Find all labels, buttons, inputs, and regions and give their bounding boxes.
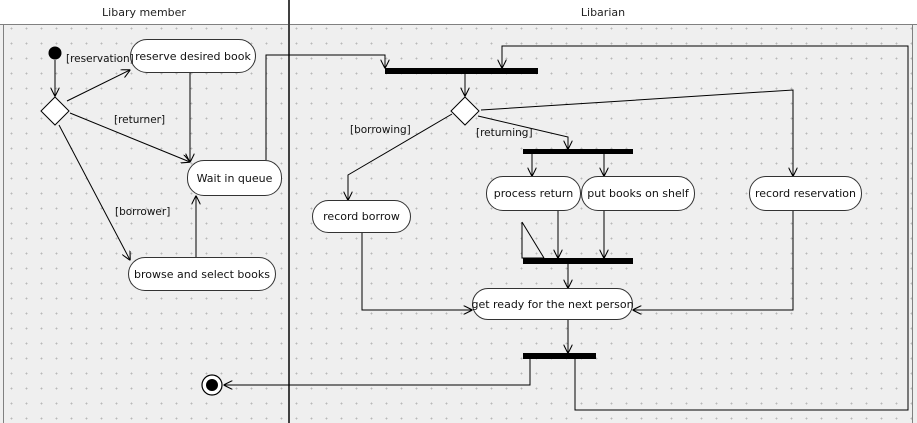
guard-borrower: [borrower] xyxy=(115,206,171,218)
lane-right-border xyxy=(912,24,913,423)
lane-divider xyxy=(288,0,290,423)
edge-stray-diagonal xyxy=(521,221,545,259)
edge-fork-to-final xyxy=(224,359,531,385)
edge-to-browse xyxy=(58,124,130,260)
final-node-core xyxy=(206,379,218,391)
activity-reserve-desired-book[interactable]: reserve desired book xyxy=(130,39,256,73)
edge-record-borrow-to-get-ready xyxy=(361,232,472,310)
lane-header-library-member: Libary member xyxy=(0,0,288,25)
guard-returner: [returner] xyxy=(114,114,166,126)
lane-left-border xyxy=(3,24,4,423)
activity-put-books-on-shelf[interactable]: put books on shelf xyxy=(581,176,695,211)
guard-reservation: [reservation] xyxy=(66,53,134,65)
edge-to-reserve xyxy=(66,70,130,102)
activity-record-borrow[interactable]: record borrow xyxy=(312,200,411,233)
edge-to-return-fork xyxy=(477,115,568,149)
edge-to-record-borrow xyxy=(348,113,453,200)
lane-header-librarian: Libarian xyxy=(289,0,917,25)
activity-process-return[interactable]: process return xyxy=(486,176,581,211)
decision-diamond-librarian xyxy=(450,96,480,126)
guard-returning: [returning] xyxy=(476,127,533,139)
fork-bar-returning xyxy=(523,149,633,154)
edge-record-reservation-to-get-ready xyxy=(633,211,794,310)
decision-diamond-member xyxy=(40,96,70,126)
activity-record-reservation[interactable]: record reservation xyxy=(749,176,862,211)
join-bar-returning xyxy=(523,258,633,264)
fork-bar-top xyxy=(385,68,538,74)
edge-wait-to-fork xyxy=(265,54,385,160)
fork-bar-bottom xyxy=(523,353,596,359)
initial-node xyxy=(48,46,62,60)
edge-to-wait xyxy=(69,112,190,162)
edge-loop-back xyxy=(502,45,909,411)
activity-wait-in-queue[interactable]: Wait in queue xyxy=(187,160,282,196)
activity-get-ready-for-next-person[interactable]: get ready for the next person xyxy=(471,288,634,320)
edge-to-record-reservation xyxy=(480,89,793,176)
guard-borrowing: [borrowing] xyxy=(350,124,411,136)
activity-browse-and-select-books[interactable]: browse and select books xyxy=(128,257,276,291)
